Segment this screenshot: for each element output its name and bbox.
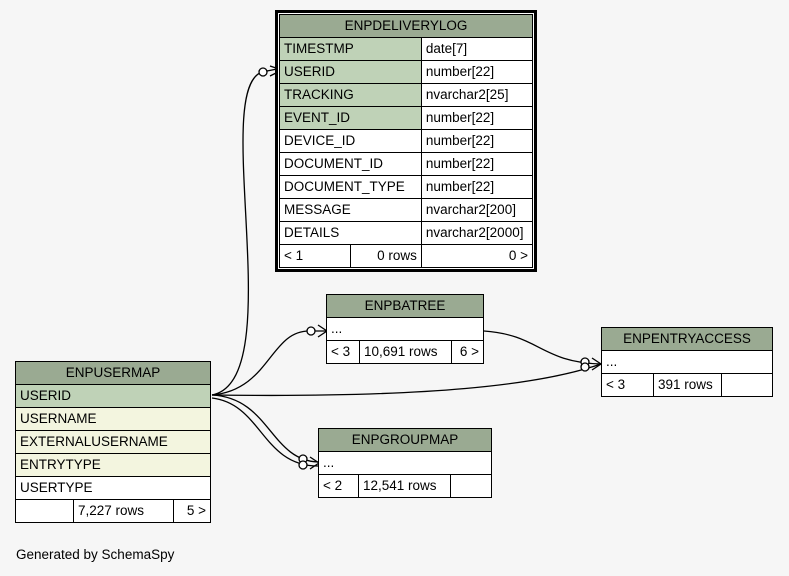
edge-usermap-deliverylog	[211, 67, 283, 396]
parents-count[interactable]: < 3	[601, 373, 654, 397]
row-count: 0 rows	[350, 244, 422, 268]
parents-count[interactable]: < 1	[279, 244, 351, 268]
table-enpentryaccess[interactable]: ENPENTRYACCESS ... < 3 391 rows	[601, 327, 773, 397]
column-name: DOCUMENT_ID	[279, 152, 422, 176]
column-type: date[7]	[420, 37, 534, 61]
table-footer: 7,227 rows 5 >	[15, 499, 212, 523]
table-enpbatree[interactable]: ENPBATREE ... < 3 10,691 rows 6 >	[326, 294, 484, 364]
table-row: USERNAME	[15, 407, 211, 431]
row-count: 10,691 rows	[358, 340, 453, 364]
column-name: TIMESTMP	[279, 37, 422, 61]
edge-end-circle	[258, 67, 268, 77]
table-title[interactable]: ENPUSERMAP	[15, 361, 211, 385]
column-name: USERID	[279, 60, 422, 84]
table-row: ...	[318, 451, 492, 475]
column-name: ENTRYTYPE	[15, 453, 211, 477]
column-name: EXTERNALUSERNAME	[15, 430, 211, 454]
edge-end-circle	[306, 326, 316, 336]
table-footer: < 3 10,691 rows 6 >	[326, 340, 484, 364]
columns-placeholder: ...	[601, 350, 773, 374]
column-name: USERID	[15, 384, 211, 408]
table-row: USERID	[15, 384, 211, 408]
column-type: number[22]	[420, 129, 534, 153]
column-name: DOCUMENT_TYPE	[279, 175, 422, 199]
table-row: USERTYPE	[15, 476, 211, 500]
row-count: 12,541 rows	[358, 474, 451, 498]
columns-placeholder: ...	[326, 317, 484, 341]
column-name: EVENT_ID	[279, 106, 422, 130]
column-name: TRACKING	[279, 83, 422, 107]
table-enpusermap[interactable]: ENPUSERMAP USERID USERNAME EXTERNALUSERN…	[15, 361, 212, 523]
parents-count[interactable]: < 2	[318, 474, 359, 498]
parents-count	[15, 499, 74, 523]
row-count: 391 rows	[653, 373, 722, 397]
edge-usermap-entryaccess	[211, 363, 602, 397]
generated-by-label: Generated by SchemaSpy	[16, 547, 175, 562]
table-row: ...	[601, 350, 773, 374]
children-count[interactable]: 0 >	[420, 244, 534, 268]
table-title[interactable]: ENPBATREE	[326, 294, 484, 318]
table-footer: < 1 0 rows 0 >	[279, 244, 534, 268]
table-title[interactable]: ENPGROUPMAP	[318, 428, 492, 452]
column-type: number[22]	[420, 175, 534, 199]
children-count	[721, 373, 773, 397]
table-title[interactable]: ENPENTRYACCESS	[601, 327, 773, 351]
column-type: number[22]	[420, 60, 534, 84]
children-count	[450, 474, 492, 498]
column-type: number[22]	[420, 152, 534, 176]
column-type: nvarchar2[2000]	[420, 221, 534, 245]
edge-end-circle	[298, 460, 308, 470]
table-title[interactable]: ENPDELIVERYLOG	[279, 14, 533, 38]
table-row: EXTERNALUSERNAME	[15, 430, 211, 454]
table-row: ...	[326, 317, 484, 341]
table-footer: < 2 12,541 rows	[318, 474, 492, 498]
table-row: ENTRYTYPE	[15, 453, 211, 477]
children-count[interactable]: 6 >	[451, 340, 484, 364]
column-name: DETAILS	[279, 221, 422, 245]
children-count[interactable]: 5 >	[172, 499, 212, 523]
column-name: DEVICE_ID	[279, 129, 422, 153]
column-type: nvarchar2[25]	[420, 83, 534, 107]
column-type: nvarchar2[200]	[420, 198, 534, 222]
table-footer: < 3 391 rows	[601, 373, 773, 397]
edge-usermap-batree	[211, 330, 326, 396]
edge-end-circle	[580, 362, 590, 372]
column-name: USERNAME	[15, 407, 211, 431]
column-type: number[22]	[420, 106, 534, 130]
column-name: MESSAGE	[279, 198, 422, 222]
edge-usermap-groupmap-1	[211, 394, 319, 463]
parents-count[interactable]: < 3	[326, 340, 360, 364]
row-count: 7,227 rows	[73, 499, 174, 523]
column-name: USERTYPE	[15, 476, 211, 500]
table-enpgroupmap[interactable]: ENPGROUPMAP ... < 2 12,541 rows	[318, 428, 492, 498]
columns-placeholder: ...	[318, 451, 492, 475]
